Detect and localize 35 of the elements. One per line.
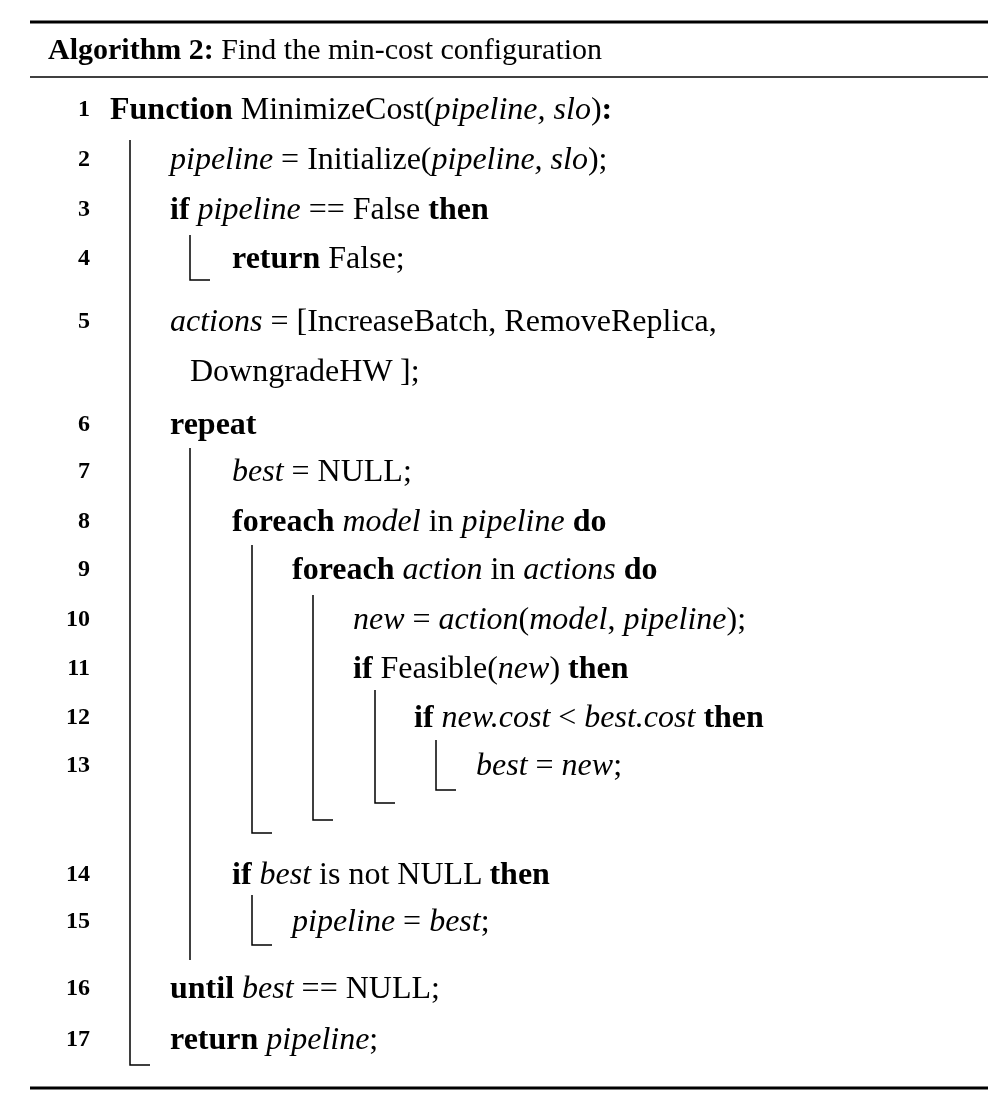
algorithm-caption: Algorithm 2: Find the min-cost configuration [48, 31, 603, 67]
line-number: 12 [65, 702, 90, 731]
line-number: 5 [77, 306, 90, 335]
line-number: 1 [77, 94, 90, 123]
code-line: new = action(model, pipeline); [353, 599, 747, 638]
code-line: return False; [232, 238, 405, 277]
code-line: foreach model in pipeline do [232, 501, 607, 540]
code-line: pipeline = Initialize(pipeline, slo); [170, 139, 608, 178]
code-line: best = new; [476, 745, 623, 784]
code-line: actions = [IncreaseBatch, RemoveReplica, DowngradeHW ]; [170, 301, 718, 390]
line-number: 9 [77, 554, 90, 583]
code-line: if new.cost < best.cost then [414, 697, 764, 736]
line-number: 4 [77, 243, 90, 272]
line-number: 3 [77, 194, 90, 223]
code-line: best = NULL; [232, 451, 412, 490]
line-number: 11 [66, 653, 90, 682]
code-line: pipeline = best; [292, 901, 490, 940]
line-number: 7 [77, 456, 90, 485]
code-line: if pipeline == False then [170, 189, 489, 228]
code-line: if Feasible(new) then [353, 648, 629, 687]
line-number: 10 [65, 604, 90, 633]
line-number: 6 [77, 409, 90, 438]
code-line: until best == NULL; [170, 968, 440, 1007]
line-number: 2 [77, 144, 90, 173]
line-number: 16 [65, 973, 90, 1002]
line-number: 8 [77, 506, 90, 535]
line-number: 17 [65, 1024, 90, 1053]
line-number: 15 [65, 906, 90, 935]
code-line: return pipeline; [170, 1019, 379, 1058]
code-line: foreach action in actions do [292, 549, 658, 588]
code-line: repeat [170, 404, 257, 443]
line-number: 13 [65, 750, 90, 779]
code-line: if best is not NULL then [232, 854, 550, 893]
line-number: 14 [65, 859, 90, 888]
code-line: Function MinimizeCost(pipeline, slo): [110, 89, 613, 128]
